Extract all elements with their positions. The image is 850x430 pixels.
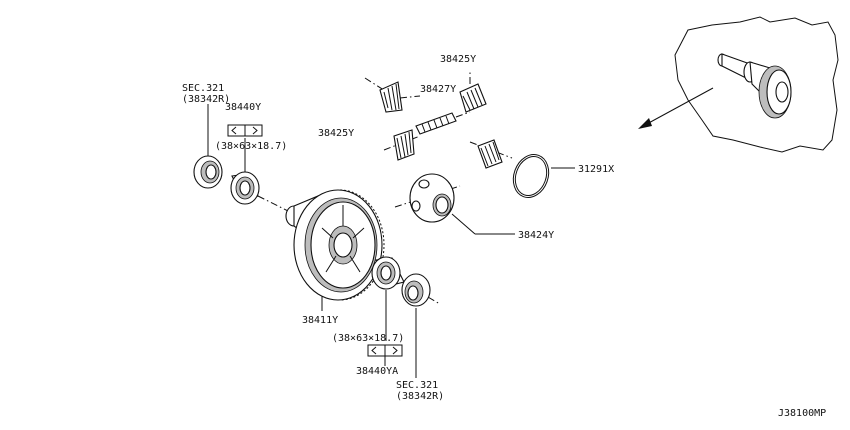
direction-arrow xyxy=(638,118,652,129)
label-38342r-bottom: (38342R) xyxy=(396,391,444,402)
label-38425y-left: 38425Y xyxy=(318,128,354,139)
side-gear-lower xyxy=(469,139,513,169)
pinion-assembly xyxy=(364,70,513,169)
label-38424y: 38424Y xyxy=(518,230,554,241)
shim-selector-top xyxy=(227,124,263,137)
label-dimension-bottom: (38×63×18.7) xyxy=(332,333,404,344)
label-38342r-top: (38342R) xyxy=(182,94,230,105)
bearing-bottom xyxy=(371,256,405,290)
transaxle-shaft xyxy=(717,53,792,119)
label-31291x: 31291X xyxy=(578,164,614,175)
label-38427y: 38427Y xyxy=(420,84,456,95)
pinion-shaft xyxy=(415,111,471,135)
label-sec321-bottom: SEC.321 xyxy=(396,380,438,391)
label-38440ya: 38440YA xyxy=(356,366,398,377)
pinion-gear-top xyxy=(379,81,403,113)
label-38425y-top: 38425Y xyxy=(440,54,476,65)
pinion-gear-left xyxy=(383,129,421,161)
differential-case xyxy=(394,173,461,223)
label-38411y: 38411Y xyxy=(302,315,338,326)
side-gear-top-right xyxy=(459,83,487,113)
bearing-top xyxy=(230,171,260,205)
label-dimension-top: (38×63×18.7) xyxy=(215,141,287,152)
bearing-race-top xyxy=(193,155,223,189)
shim-selector-bottom xyxy=(367,344,403,357)
label-sec321-top: SEC.321 xyxy=(182,83,224,94)
transaxle-inset xyxy=(638,16,839,153)
final-drive-gear xyxy=(285,189,385,301)
diagram-id: J38100MP xyxy=(778,408,826,419)
bearing-race-bottom xyxy=(401,273,431,307)
snap-ring xyxy=(512,154,550,198)
label-38440y: 38440Y xyxy=(225,102,261,113)
